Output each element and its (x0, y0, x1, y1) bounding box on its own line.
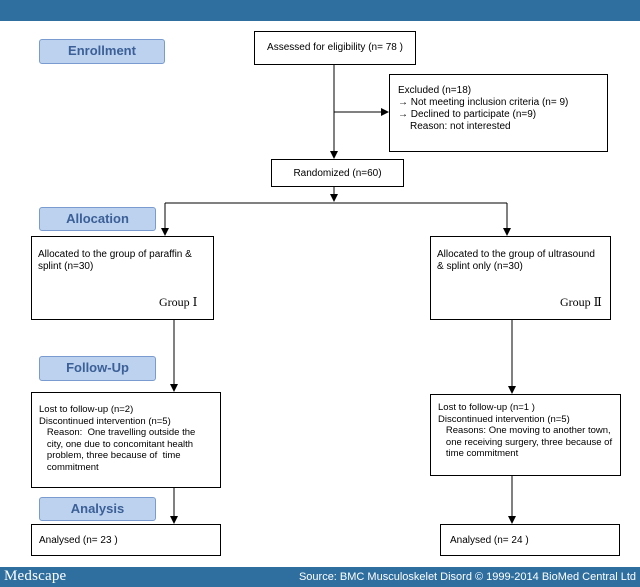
excluded-reason: Reason: not interested (410, 121, 511, 132)
source-credit: Source: BMC Musculoskelet Disord © 1999-… (298, 571, 636, 583)
analysed1-text: Analysed (n= 23 ) (39, 535, 118, 546)
followup1-line: city, one due to concomitant health (39, 438, 194, 450)
followup2-line: Reasons: One moving to another town, (438, 425, 611, 436)
phase-enrollment: Enrollment (39, 39, 165, 64)
group2-line: Allocated to the group of ultrasound (437, 249, 595, 260)
analysed2-box: Analysed (n= 24 ) (440, 524, 620, 556)
phase-follow-up: Follow-Up (39, 356, 156, 381)
followup2-box: Lost to follow-up (n=1 ) Discontinued in… (430, 394, 621, 476)
followup2-line: time commitment (438, 448, 519, 459)
phase-analysis: Analysis (39, 497, 156, 521)
followup1-line: Lost to follow-up (n=2) (39, 404, 134, 415)
followup2-line: one receiving surgery, three because of (438, 436, 613, 448)
assessed-text: Assessed for eligibility (n= 78 ) (267, 42, 403, 53)
excluded-item: → Declined to participate (n=9) (398, 109, 537, 120)
group1-label: Group Ⅰ (159, 295, 198, 309)
followup1-line: problem, three because of time (39, 450, 181, 461)
randomized-box: Randomized (n=60) (271, 159, 404, 187)
analysed2-text: Analysed (n= 24 ) (450, 535, 529, 546)
followup1-line: Reason: One travelling outside the (39, 427, 196, 438)
connector-lines (161, 65, 516, 524)
followup1-box: Lost to follow-up (n=2) Discontinued int… (31, 392, 221, 488)
randomized-text: Randomized (n=60) (293, 168, 382, 179)
group2-box: Allocated to the group of ultrasound & s… (430, 236, 611, 320)
top-bar (0, 0, 640, 21)
excluded-item: → Not meeting inclusion criteria (n= 9) (398, 97, 569, 108)
phase-allocation: Allocation (39, 207, 156, 231)
footer-bar: Medscape Source: BMC Musculoskelet Disor… (0, 567, 640, 587)
followup1-line: Discontinued intervention (n=5) (39, 415, 171, 427)
medscape-logo[interactable]: Medscape (4, 568, 67, 584)
excluded-box: Excluded (n=18) → Not meeting inclusion … (389, 74, 608, 152)
followup1-line: commitment (39, 461, 99, 473)
group1-box: Allocated to the group of paraffin & spl… (31, 236, 214, 320)
group1-line: Allocated to the group of paraffin & (38, 249, 192, 260)
excluded-title: Excluded (n=18) (398, 85, 472, 96)
analysed1-box: Analysed (n= 23 ) (31, 524, 221, 556)
group1-line: splint (n=30) (38, 261, 94, 272)
followup2-line: Discontinued intervention (n=5) (438, 413, 570, 425)
group2-label: Group Ⅱ (560, 295, 602, 309)
assessed-box: Assessed for eligibility (n= 78 ) (254, 31, 416, 65)
followup2-line: Lost to follow-up (n=1 ) (438, 402, 535, 413)
group2-line: & splint only (n=30) (437, 261, 523, 272)
